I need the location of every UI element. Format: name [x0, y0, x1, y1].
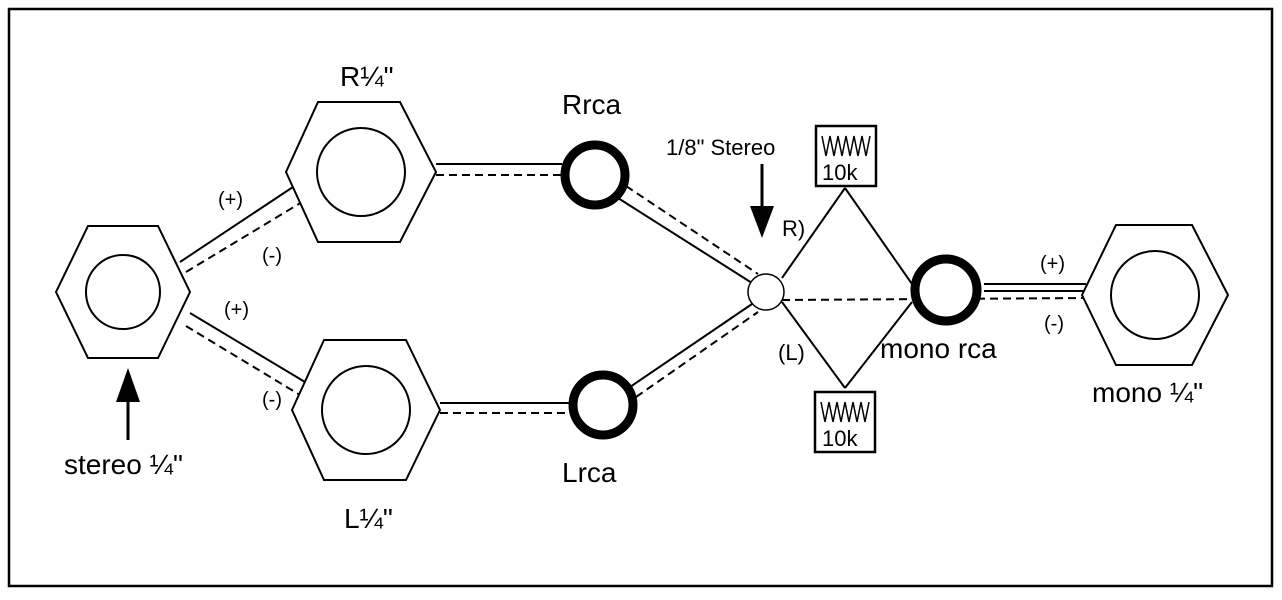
wire-jack-l-to-resistor — [781, 301, 846, 389]
rrca-connector — [560, 140, 630, 210]
stereo-quarter-arrow-icon — [116, 368, 140, 440]
wire-stereo-to-r-plus — [179, 184, 297, 263]
stereo-quarter-label: stereo ¼" — [64, 449, 183, 480]
wire-lrca-to-jack-plus — [629, 303, 753, 388]
polarity-minus-r: (-) — [262, 245, 282, 267]
stereo-quarter-jack — [54, 225, 192, 359]
wire-rrca-to-jack-plus — [617, 197, 753, 284]
l-quarter-label: L¼" — [344, 503, 393, 534]
wire-lrca-to-jack-minus — [635, 311, 759, 398]
polarity-plus-mono: (+) — [1040, 253, 1065, 275]
r-quarter-label: R¼" — [340, 61, 394, 92]
wire-stereo-to-l-minus — [185, 325, 301, 396]
eighth-stereo-label: 1/8" Stereo — [666, 135, 775, 160]
rrca-label: Rrca — [562, 89, 622, 120]
wire-stereo-to-l-plus — [189, 312, 311, 386]
mono-rca-label: mono rca — [880, 333, 997, 364]
r-channel-tag: R) — [782, 216, 805, 241]
polarity-plus-l: (+) — [224, 299, 249, 321]
l-quarter-jack — [290, 339, 442, 481]
r-quarter-jack — [284, 101, 438, 243]
lrca-connector — [568, 370, 638, 440]
resistor-bottom-value: 10k — [822, 426, 858, 451]
wire-rrca-to-jack-minus — [625, 185, 759, 275]
polarity-minus-mono: (-) — [1044, 313, 1064, 335]
resistor-top — [814, 124, 878, 188]
mono-quarter-label: mono ¼" — [1092, 377, 1203, 408]
resistor-zigzag-icon — [821, 135, 871, 157]
polarity-minus-l: (-) — [262, 389, 282, 411]
mono-quarter-jack — [1080, 224, 1230, 366]
wire-stereo-to-r-minus — [185, 195, 313, 273]
lrca-label: Lrca — [562, 457, 617, 488]
wire-resistor-bottom-to-mono — [844, 301, 913, 389]
l-channel-tag: (L) — [778, 340, 805, 365]
wire-resistor-top-to-mono — [844, 187, 913, 285]
wire-ground-common — [781, 297, 1087, 301]
polarity-plus-r: (+) — [218, 189, 243, 211]
eighth-stereo-jack — [747, 273, 785, 311]
eighth-stereo-arrow-icon — [750, 164, 774, 238]
wire-jack-r-to-resistor — [781, 187, 846, 279]
diagram-border — [7, 7, 1274, 588]
resistor-top-value: 10k — [822, 160, 858, 185]
mono-rca-connector — [910, 254, 982, 326]
resistor-bottom — [813, 390, 877, 454]
resistor-zigzag-icon — [820, 401, 870, 423]
